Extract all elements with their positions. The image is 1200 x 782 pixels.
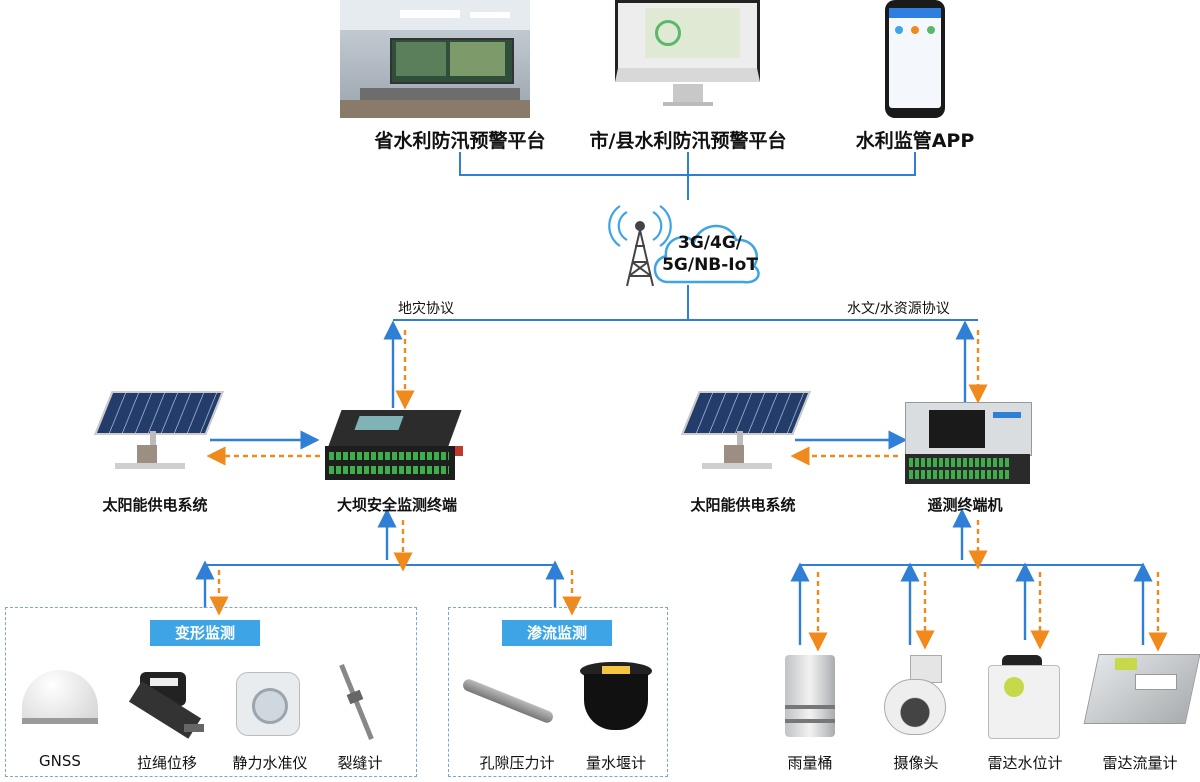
weir-meter-image [580,662,652,734]
network-label: 3G/4G/ 5G/NB-IoT [660,232,760,276]
province-platform-label: 省水利防汛预警平台 [374,130,546,152]
crack-meter-label: 裂缝计 [337,754,383,772]
rain-gauge-image [785,655,835,739]
app-label: 水利监管APP [855,130,975,152]
network-label-line2: 5G/NB-IoT [662,255,758,275]
solar-panel-image-right [681,385,811,485]
dam-terminal-image [325,410,465,486]
network-label-line1: 3G/4G/ [678,233,742,253]
radar-flow-label: 雷达流量计 [1102,754,1178,772]
static-level-label: 静力水准仪 [232,754,308,772]
radar-level-image [988,655,1062,739]
right-solar-label: 太阳能供电系统 [690,496,796,514]
radar-level-label: 雷达水位计 [987,754,1063,772]
static-level-image [232,668,302,738]
rope-displacement-image [120,668,210,739]
deformation-group-box [5,607,417,777]
dam-terminal-label: 大坝安全监测终端 [336,496,457,514]
telemetry-terminal-image [905,402,1032,486]
deformation-group-tag: 变形监测 [150,620,260,646]
cell-tower-icon [605,200,675,290]
gnss-image [22,670,98,726]
phone-image [885,0,945,118]
left-solar-label: 太阳能供电系统 [102,496,208,514]
seepage-group-tag: 渗流监测 [502,620,612,646]
piezometer-image [460,675,560,725]
telemetry-terminal-label: 遥测终端机 [927,496,1003,514]
camera-label: 摄像头 [893,754,939,772]
control-room-image [340,0,530,118]
city-platform-label: 市/县水利防汛预警平台 [589,130,787,152]
rain-gauge-label: 雨量桶 [787,754,833,772]
piezometer-label: 孔隙压力计 [479,754,555,772]
left-protocol-label: 地灾协议 [398,301,454,317]
solar-panel-image-left [94,385,224,485]
camera-image [880,655,950,735]
crack-meter-image [328,662,388,742]
right-protocol-label: 水文/水资源协议 [847,301,950,317]
weir-meter-label: 量水堰计 [585,754,646,772]
cloud-icon [648,212,766,286]
rope-displacement-label: 拉绳位移 [136,754,197,772]
seepage-group-box [448,607,668,777]
radar-flow-image [1083,648,1200,738]
gnss-label: GNSS [39,752,81,770]
desktop-monitor-image [615,0,760,118]
